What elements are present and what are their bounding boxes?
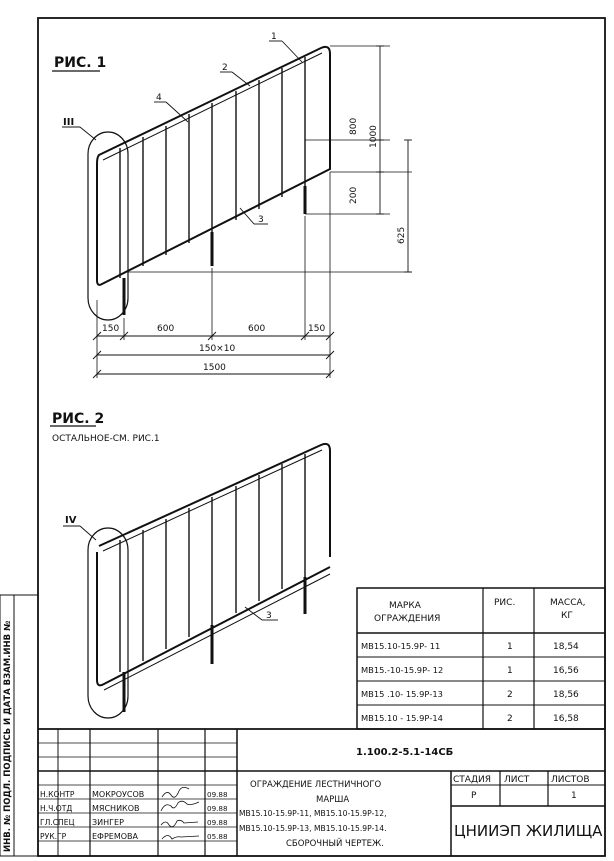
organization: ЦНИИЭП ЖИЛИЩА	[454, 822, 603, 840]
fig2-detail-iv-outline	[87, 527, 129, 719]
fig2-detail-iv-label: IV	[65, 515, 77, 526]
table-cell-fig: 1	[507, 642, 513, 652]
dim-150x10: 150×10	[199, 344, 235, 354]
signature-date: 09.88	[207, 818, 228, 827]
signature-name: МОКРОУСОВ	[92, 790, 144, 799]
signature-role: Н.КОНТР	[40, 790, 75, 799]
table-cell-mass: 16,56	[553, 666, 579, 676]
title-line-2: МАРША	[316, 795, 349, 805]
side-stamp: ИНВ. № ПОДЛ. ПОДПИСЬ И ДАТА ВЗАМ.ИНВ №	[0, 594, 39, 857]
table-cell-mass: 16,58	[553, 714, 579, 724]
fig1-callout-1: 1	[271, 32, 277, 42]
fig1-callout-leaders	[154, 40, 303, 225]
dim-625: 625	[397, 227, 407, 244]
title-line-1: ОГРАЖДЕНИЕ ЛЕСТНИЧНОГО	[250, 780, 382, 790]
fig1-title: РИС. 1	[54, 55, 106, 71]
fig2-note: ОСТАЛЬНОЕ-СМ. РИС.1	[52, 434, 160, 444]
fig2-bottom-rail	[96, 552, 331, 687]
title-block-grid	[38, 728, 605, 856]
signature-date: 09.88	[207, 804, 228, 813]
fig2-posts	[122, 577, 307, 712]
drawing-type: СБОРОЧНЫЙ ЧЕРТЕЖ.	[286, 837, 384, 849]
fig2-handrail	[98, 442, 331, 557]
fig2-callout-3: 3	[266, 611, 272, 621]
fig2-title: РИС. 2	[52, 411, 104, 427]
fig1-detail-iii-label: III	[63, 117, 74, 128]
table-cell-fig: 2	[507, 714, 513, 724]
table-cell-mark: МВ15.10-15.9Р- 11	[361, 641, 440, 651]
fig1-railing-frame	[96, 45, 331, 286]
stage-label: СТАДИЯ	[453, 775, 491, 785]
signature-name: ЗИНГЕР	[92, 818, 124, 827]
fig1-posts	[122, 186, 307, 315]
table-header-mass: МАССА,КГ	[550, 598, 586, 621]
fig1-extension-lines	[96, 45, 412, 378]
fig1-vertical-dims	[376, 45, 412, 273]
signature-role: РУК.ГР	[40, 832, 67, 841]
marks-line-1: МВ15.10-15.9Р-11, МВ15.10-15.9Р-12,	[239, 809, 387, 818]
fig1-callout-4: 4	[156, 93, 162, 103]
table-cell-mark: МВ15 .10- 15.9Р-13	[361, 689, 443, 699]
fig1-detail-iii-outline	[87, 131, 129, 321]
fig1-balusters	[119, 57, 306, 278]
sheets-value: 1	[571, 791, 577, 801]
fig1-callout-2: 2	[222, 63, 228, 73]
signature-marks	[160, 787, 200, 840]
dim-600-left: 600	[157, 324, 174, 334]
signature-date: 05.88	[207, 832, 228, 841]
dim-1500: 1500	[203, 363, 226, 373]
table-cell-fig: 2	[507, 690, 513, 700]
signature-name: ЕФРЕМОВА	[92, 832, 139, 841]
marks-line-2: МВ15.10-15.9Р-13, МВ15.10-15.9Р-14.	[239, 824, 387, 833]
marks-table	[356, 587, 606, 730]
sheet-label: ЛИСТ	[504, 775, 530, 785]
fig1-callout-3: 3	[258, 215, 264, 225]
dim-600-right: 600	[248, 324, 265, 334]
dim-150-left: 150	[102, 324, 119, 334]
figure-2: РИС. 2 ОСТАЛЬНОЕ-СМ. РИС.1 IV 3	[50, 411, 331, 719]
table-cell-mass: 18,54	[553, 642, 579, 652]
table-cell-fig: 1	[507, 666, 513, 676]
table-header-fig: РИС.	[494, 598, 515, 608]
fig1-horizontal-dims	[92, 331, 335, 379]
dim-800: 800	[349, 118, 359, 135]
side-stamp-text: ИНВ. № ПОДЛ. ПОДПИСЬ И ДАТА ВЗАМ.ИНВ №	[3, 621, 13, 852]
signature-role: Н.Ч.ОТД	[40, 804, 72, 813]
table-cell-mass: 18,56	[553, 690, 579, 700]
signature-name: МЯСНИКОВ	[92, 804, 140, 813]
table-cell-mark: МВ15.-10-15.9Р- 12	[361, 665, 443, 675]
signature-date: 09.88	[207, 790, 228, 799]
dim-150-right: 150	[308, 324, 325, 334]
table-cell-mark: МВ15.10 - 15.9Р-14	[361, 713, 443, 723]
fig2-balusters	[119, 454, 306, 672]
sheets-label: ЛИСТОВ	[551, 775, 590, 785]
sheet-frame	[37, 17, 606, 857]
doc-number: 1.100.2-5.1-14СБ	[356, 747, 453, 758]
stage-value: Р	[471, 791, 477, 801]
dim-200: 200	[349, 187, 359, 204]
figure-1: РИС. 1	[52, 32, 412, 379]
signature-role: ГЛ.СПЕЦ	[40, 818, 75, 827]
dim-1000: 1000	[369, 125, 379, 148]
